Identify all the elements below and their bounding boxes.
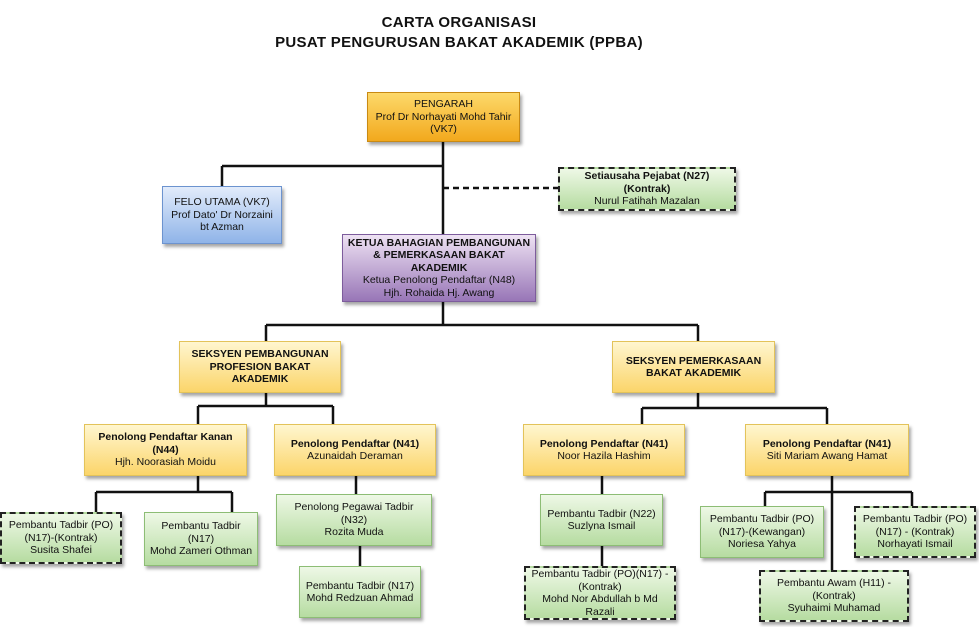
node-pengarah-role: PENGARAH bbox=[414, 98, 473, 111]
node-pt-susita: Pembantu Tadbir (PO) (N17)-(Kontrak) Sus… bbox=[0, 512, 122, 564]
node-pp-kanan-name: Hjh. Noorasiah Moidu bbox=[115, 456, 216, 469]
node-pt-abdullah-role: Pembantu Tadbir (PO)(N17) - (Kontrak) bbox=[531, 568, 669, 593]
node-seksyen-pembangunan-label: SEKSYEN PEMBANGUNAN PROFESION BAKAT AKAD… bbox=[191, 348, 329, 386]
node-setiausaha-role: Setiausaha Pejabat (N27) (Kontrak) bbox=[584, 170, 710, 195]
node-pp-kanan-role: Penolong Pendaftar Kanan (N44) bbox=[98, 431, 233, 456]
node-ketua-position: Ketua Penolong Pendaftar (N48) bbox=[362, 274, 516, 287]
node-pt-redzuan-role: Pembantu Tadbir (N17) bbox=[305, 579, 415, 592]
node-ketua-bahagian: KETUA BAHAGIAN PEMBANGUNAN & PEMERKASAAN… bbox=[342, 234, 536, 302]
node-pt-susita-name: Susita Shafei bbox=[30, 544, 92, 557]
node-seksyen-pembangunan: SEKSYEN PEMBANGUNAN PROFESION BAKAT AKAD… bbox=[179, 341, 341, 393]
node-pp-noor-name: Noor Hazila Hashim bbox=[557, 450, 651, 462]
node-pt-redzuan-name: Mohd Redzuan Ahmad bbox=[306, 592, 414, 604]
node-seksyen-pemerkasaan: SEKSYEN PEMERKASAAN BAKAT AKADEMIK bbox=[612, 341, 775, 393]
node-pp-azunaidah: Penolong Pendaftar (N41) Azunaidah Deram… bbox=[274, 424, 436, 476]
node-pengarah-name: Prof Dr Norhayati Mohd Tahir bbox=[375, 110, 512, 123]
node-ppt-rozita: Penolong Pegawai Tadbir (N32) Rozita Mud… bbox=[276, 494, 432, 546]
node-pt-noriesa-role: Pembantu Tadbir (PO) (N17)-(Kewangan) bbox=[709, 513, 815, 538]
node-setiausaha-name: Nurul Fatihah Mazalan bbox=[594, 195, 700, 208]
node-seksyen-pemerkasaan-label: SEKSYEN PEMERKASAAN BAKAT AKADEMIK bbox=[625, 354, 762, 380]
node-pt-zameri-role: Pembantu Tadbir (N17) bbox=[161, 520, 241, 545]
node-pp-siti-name: Siti Mariam Awang Hamat bbox=[766, 450, 888, 462]
node-pp-siti-role: Penolong Pendaftar (N41) bbox=[762, 437, 892, 450]
node-pt-zameri-name: Mohd Zameri Othman bbox=[149, 545, 253, 558]
node-pt-norhayati-role: Pembantu Tadbir (PO) (N17) - (Kontrak) bbox=[862, 513, 968, 538]
chart-title-line-2: PUSAT PENGURUSAN BAKAT AKADEMIK (PPBA) bbox=[275, 34, 643, 51]
node-pt-suzlyna: Pembantu Tadbir (N22) Suzlyna Ismail bbox=[540, 494, 663, 546]
node-pt-norhayati-name: Norhayati Ismail bbox=[877, 538, 953, 551]
node-pp-noor-role: Penolong Pendaftar (N41) bbox=[539, 437, 669, 450]
node-ketua-name: Hjh. Rohaida Hj. Awang bbox=[383, 286, 495, 299]
node-pt-susita-role: Pembantu Tadbir (PO) (N17)-(Kontrak) bbox=[8, 519, 114, 544]
node-pt-suzlyna-role: Pembantu Tadbir (N22) bbox=[547, 507, 656, 520]
node-pt-norhayati: Pembantu Tadbir (PO) (N17) - (Kontrak) N… bbox=[854, 506, 976, 558]
node-pt-abdullah: Pembantu Tadbir (PO)(N17) - (Kontrak) Mo… bbox=[524, 566, 676, 620]
node-pp-siti: Penolong Pendaftar (N41) Siti Mariam Awa… bbox=[745, 424, 909, 476]
node-ppt-rozita-name: Rozita Muda bbox=[324, 526, 384, 539]
chart-title-line-1: CARTA ORGANISASI bbox=[381, 14, 537, 31]
node-pt-suzlyna-name: Suzlyna Ismail bbox=[567, 520, 636, 532]
node-pt-noriesa: Pembantu Tadbir (PO) (N17)-(Kewangan) No… bbox=[700, 506, 824, 558]
node-pt-redzuan: Pembantu Tadbir (N17) Mohd Redzuan Ahmad bbox=[299, 566, 421, 618]
node-pp-azunaidah-role: Penolong Pendaftar (N41) bbox=[290, 437, 420, 450]
node-pa-syuhaimi-role: Pembantu Awam (H11) - (Kontrak) bbox=[777, 577, 891, 602]
node-pt-zameri: Pembantu Tadbir (N17) Mohd Zameri Othman bbox=[144, 512, 258, 566]
node-pa-syuhaimi-name: Syuhaimi Muhamad bbox=[787, 602, 881, 615]
node-pengarah-grade: (VK7) bbox=[430, 123, 457, 136]
line-felo-branch bbox=[220, 164, 443, 186]
node-felo-name: Prof Dato' Dr Norzaini bt Azman bbox=[171, 208, 273, 234]
node-ketua-role: KETUA BAHAGIAN PEMBANGUNAN & PEMERKASAAN… bbox=[347, 236, 531, 274]
node-pt-abdullah-name: Mohd Nor Abdullah b Md Razali bbox=[542, 593, 658, 618]
node-felo-role: FELO UTAMA (VK7) bbox=[174, 196, 270, 209]
node-pt-noriesa-name: Noriesa Yahya bbox=[728, 538, 796, 551]
node-pp-azunaidah-name: Azunaidah Deraman bbox=[307, 450, 403, 462]
node-ppt-rozita-role: Penolong Pegawai Tadbir (N32) bbox=[294, 501, 414, 526]
node-pengarah: PENGARAH Prof Dr Norhayati Mohd Tahir (V… bbox=[367, 92, 520, 142]
node-felo-utama: FELO UTAMA (VK7) Prof Dato' Dr Norzaini … bbox=[162, 186, 282, 244]
node-setiausaha-pejabat: Setiausaha Pejabat (N27) (Kontrak) Nurul… bbox=[558, 167, 736, 211]
node-pp-kanan: Penolong Pendaftar Kanan (N44) Hjh. Noor… bbox=[84, 424, 247, 476]
node-pa-syuhaimi: Pembantu Awam (H11) - (Kontrak) Syuhaimi… bbox=[759, 570, 909, 622]
node-pp-noor: Penolong Pendaftar (N41) Noor Hazila Has… bbox=[523, 424, 685, 476]
